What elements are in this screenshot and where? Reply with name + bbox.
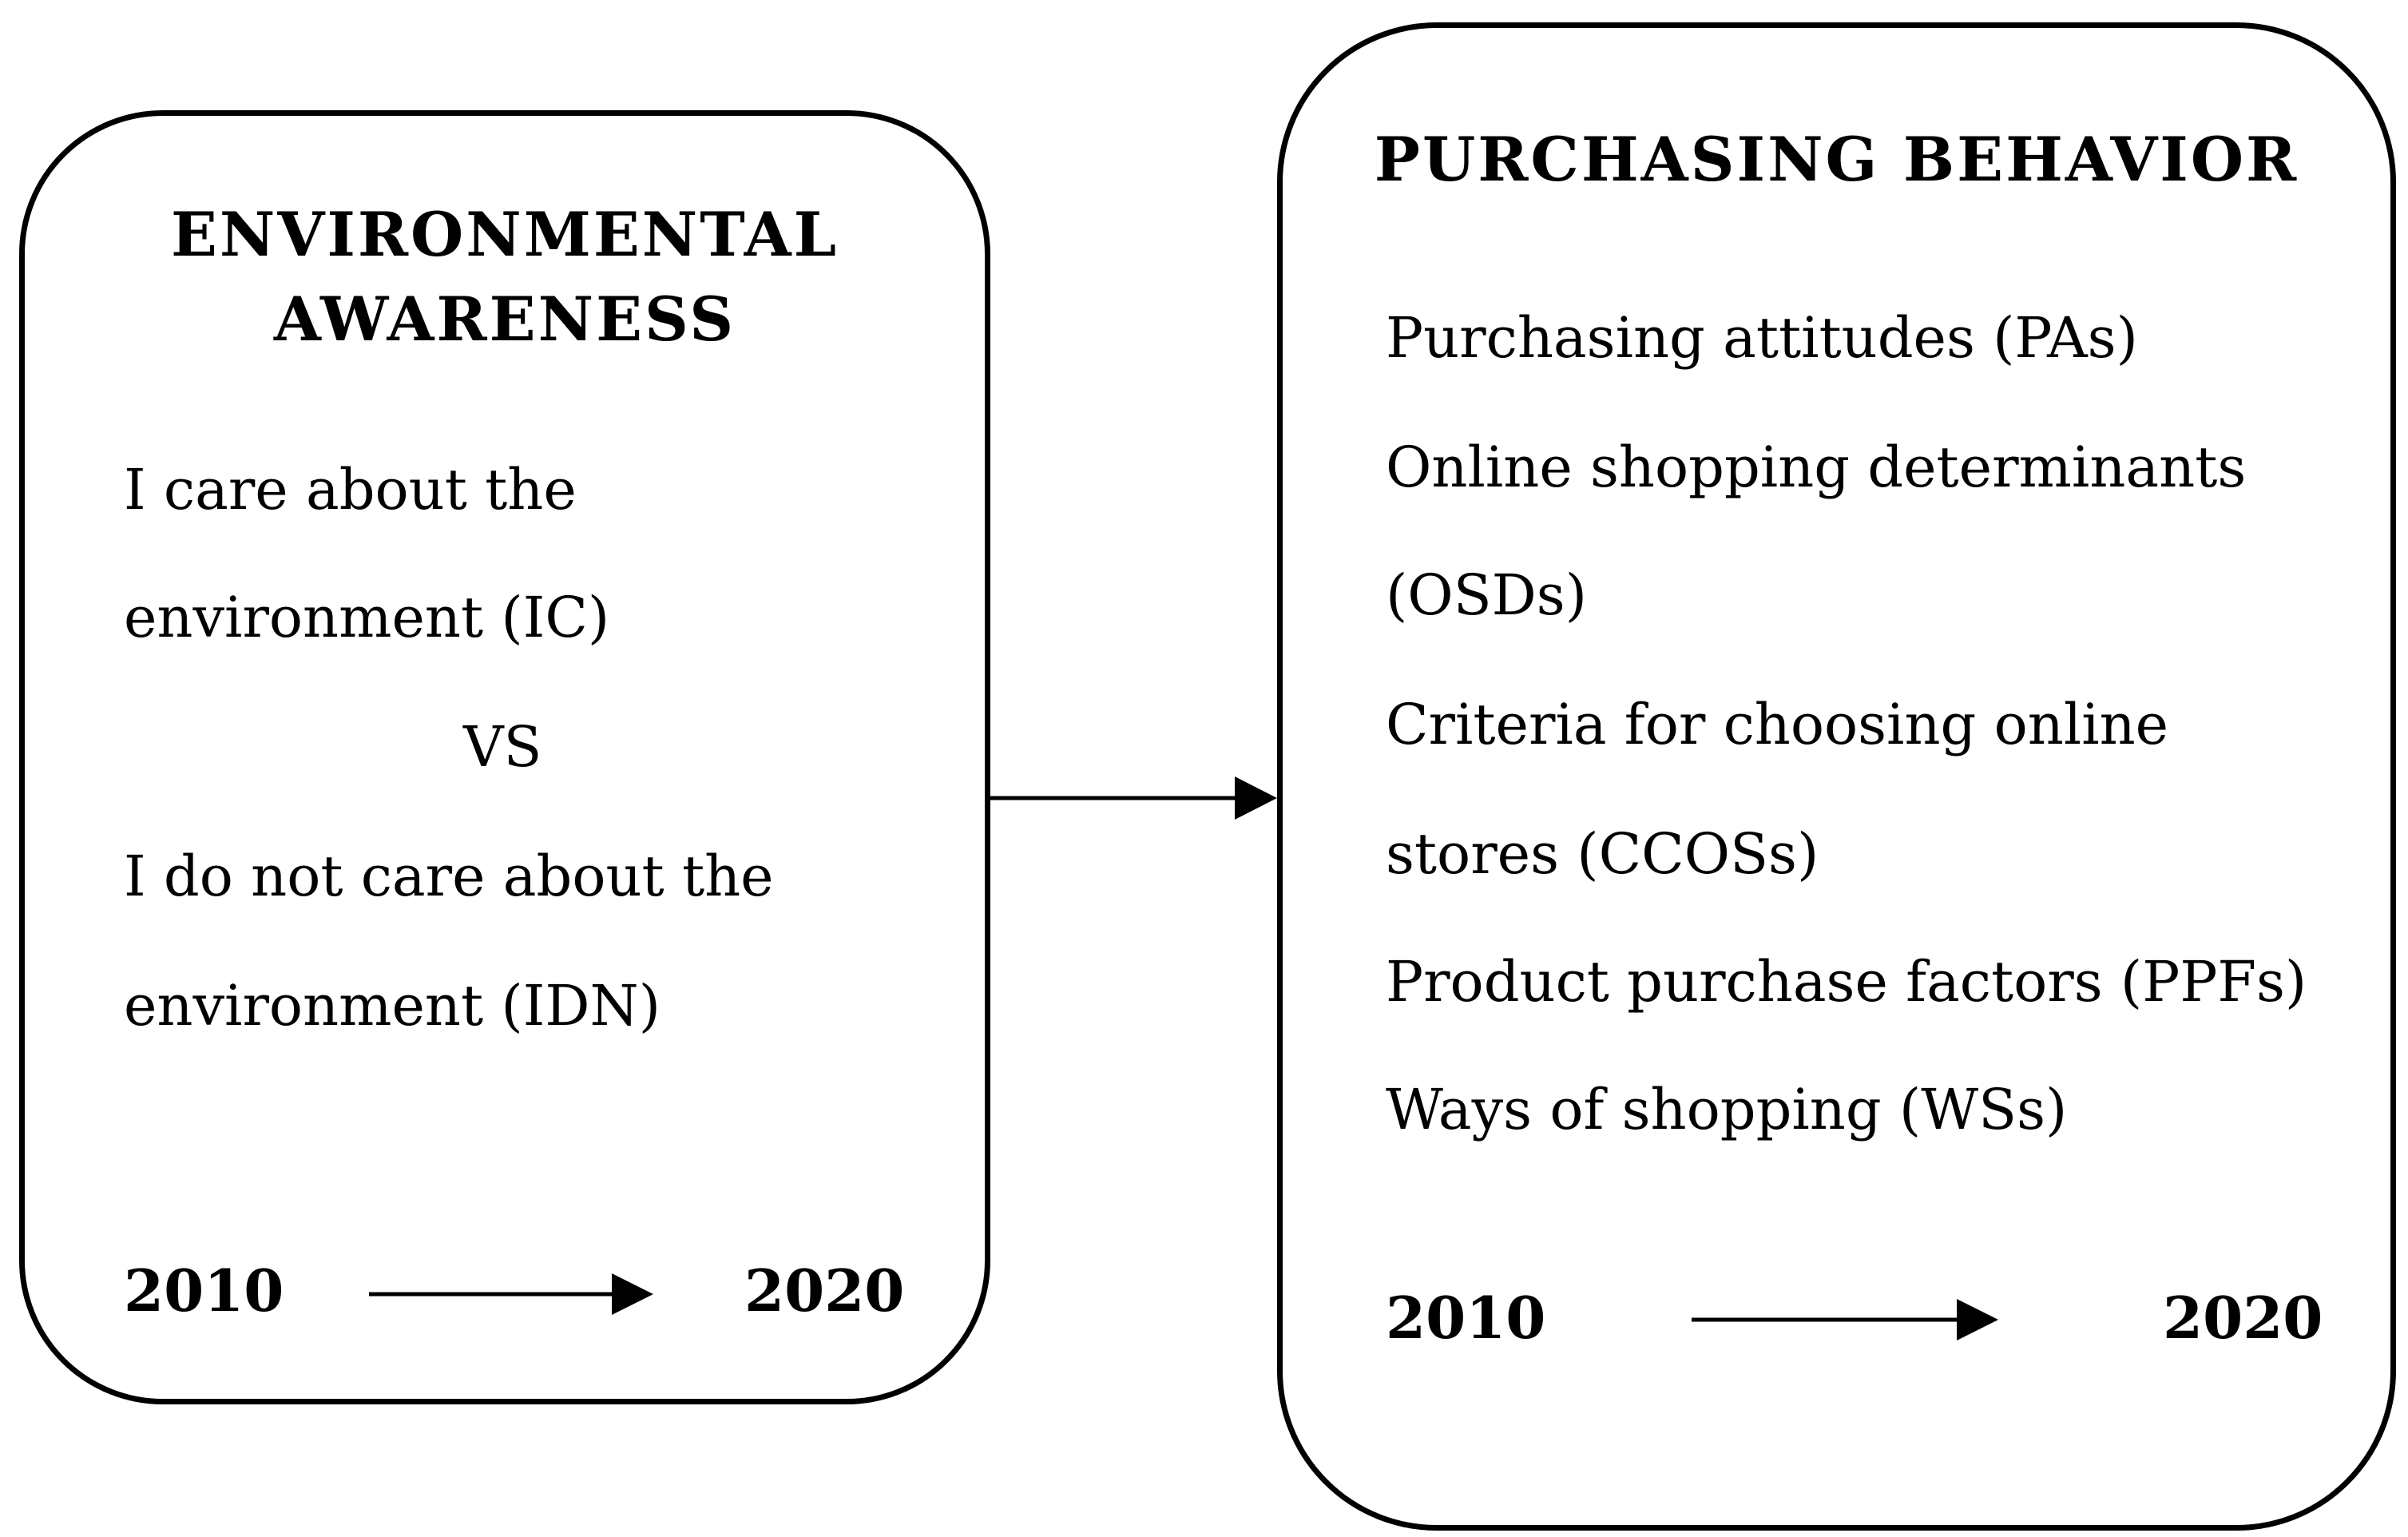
behavior-item-ways-of-shopping: Ways of shopping (WSs) — [1386, 1077, 2068, 1142]
awareness-year-start: 2010 — [124, 1257, 284, 1325]
behavior-item-online-shopping-determinants-line2: (OSDs) — [1386, 562, 1588, 628]
connector-arrow — [990, 776, 1277, 820]
awareness-item-care-line2: environment (IC) — [124, 585, 610, 650]
timeline-arrow-left-box — [369, 1273, 653, 1315]
behavior-item-criteria-online-stores-line1: Criteria for choosing online — [1386, 692, 2169, 757]
timeline-arrow-right-box — [1692, 1299, 1998, 1340]
environmental-awareness-title-line2: AWARENESS — [273, 284, 736, 355]
behavior-year-end: 2020 — [2163, 1284, 2323, 1352]
behavior-item-purchasing-attitudes: Purchasing attitudes (PAs) — [1386, 305, 2138, 371]
purchasing-behavior-title: PURCHASING BEHAVIOR — [1374, 124, 2299, 195]
awareness-item-care-line1: I care about the — [124, 457, 577, 522]
awareness-vs-label: VS — [463, 714, 542, 780]
behavior-item-product-purchase-factors: Product purchase factors (PPFs) — [1386, 949, 2307, 1015]
environmental-awareness-title-line1: ENVIRONMENTAL — [170, 199, 839, 270]
environmental-awareness-box — [19, 110, 990, 1404]
behavior-year-start: 2010 — [1386, 1284, 1546, 1352]
awareness-item-not-care-line1: I do not care about the — [124, 844, 774, 909]
behavior-item-criteria-online-stores-line2: stores (CCOSs) — [1386, 821, 1819, 887]
behavior-item-online-shopping-determinants-line1: Online shopping determinants — [1386, 435, 2247, 500]
awareness-item-not-care-line2: environment (IDN) — [124, 973, 661, 1039]
awareness-year-end: 2020 — [744, 1257, 905, 1325]
purchasing-behavior-box — [1277, 22, 2396, 1531]
